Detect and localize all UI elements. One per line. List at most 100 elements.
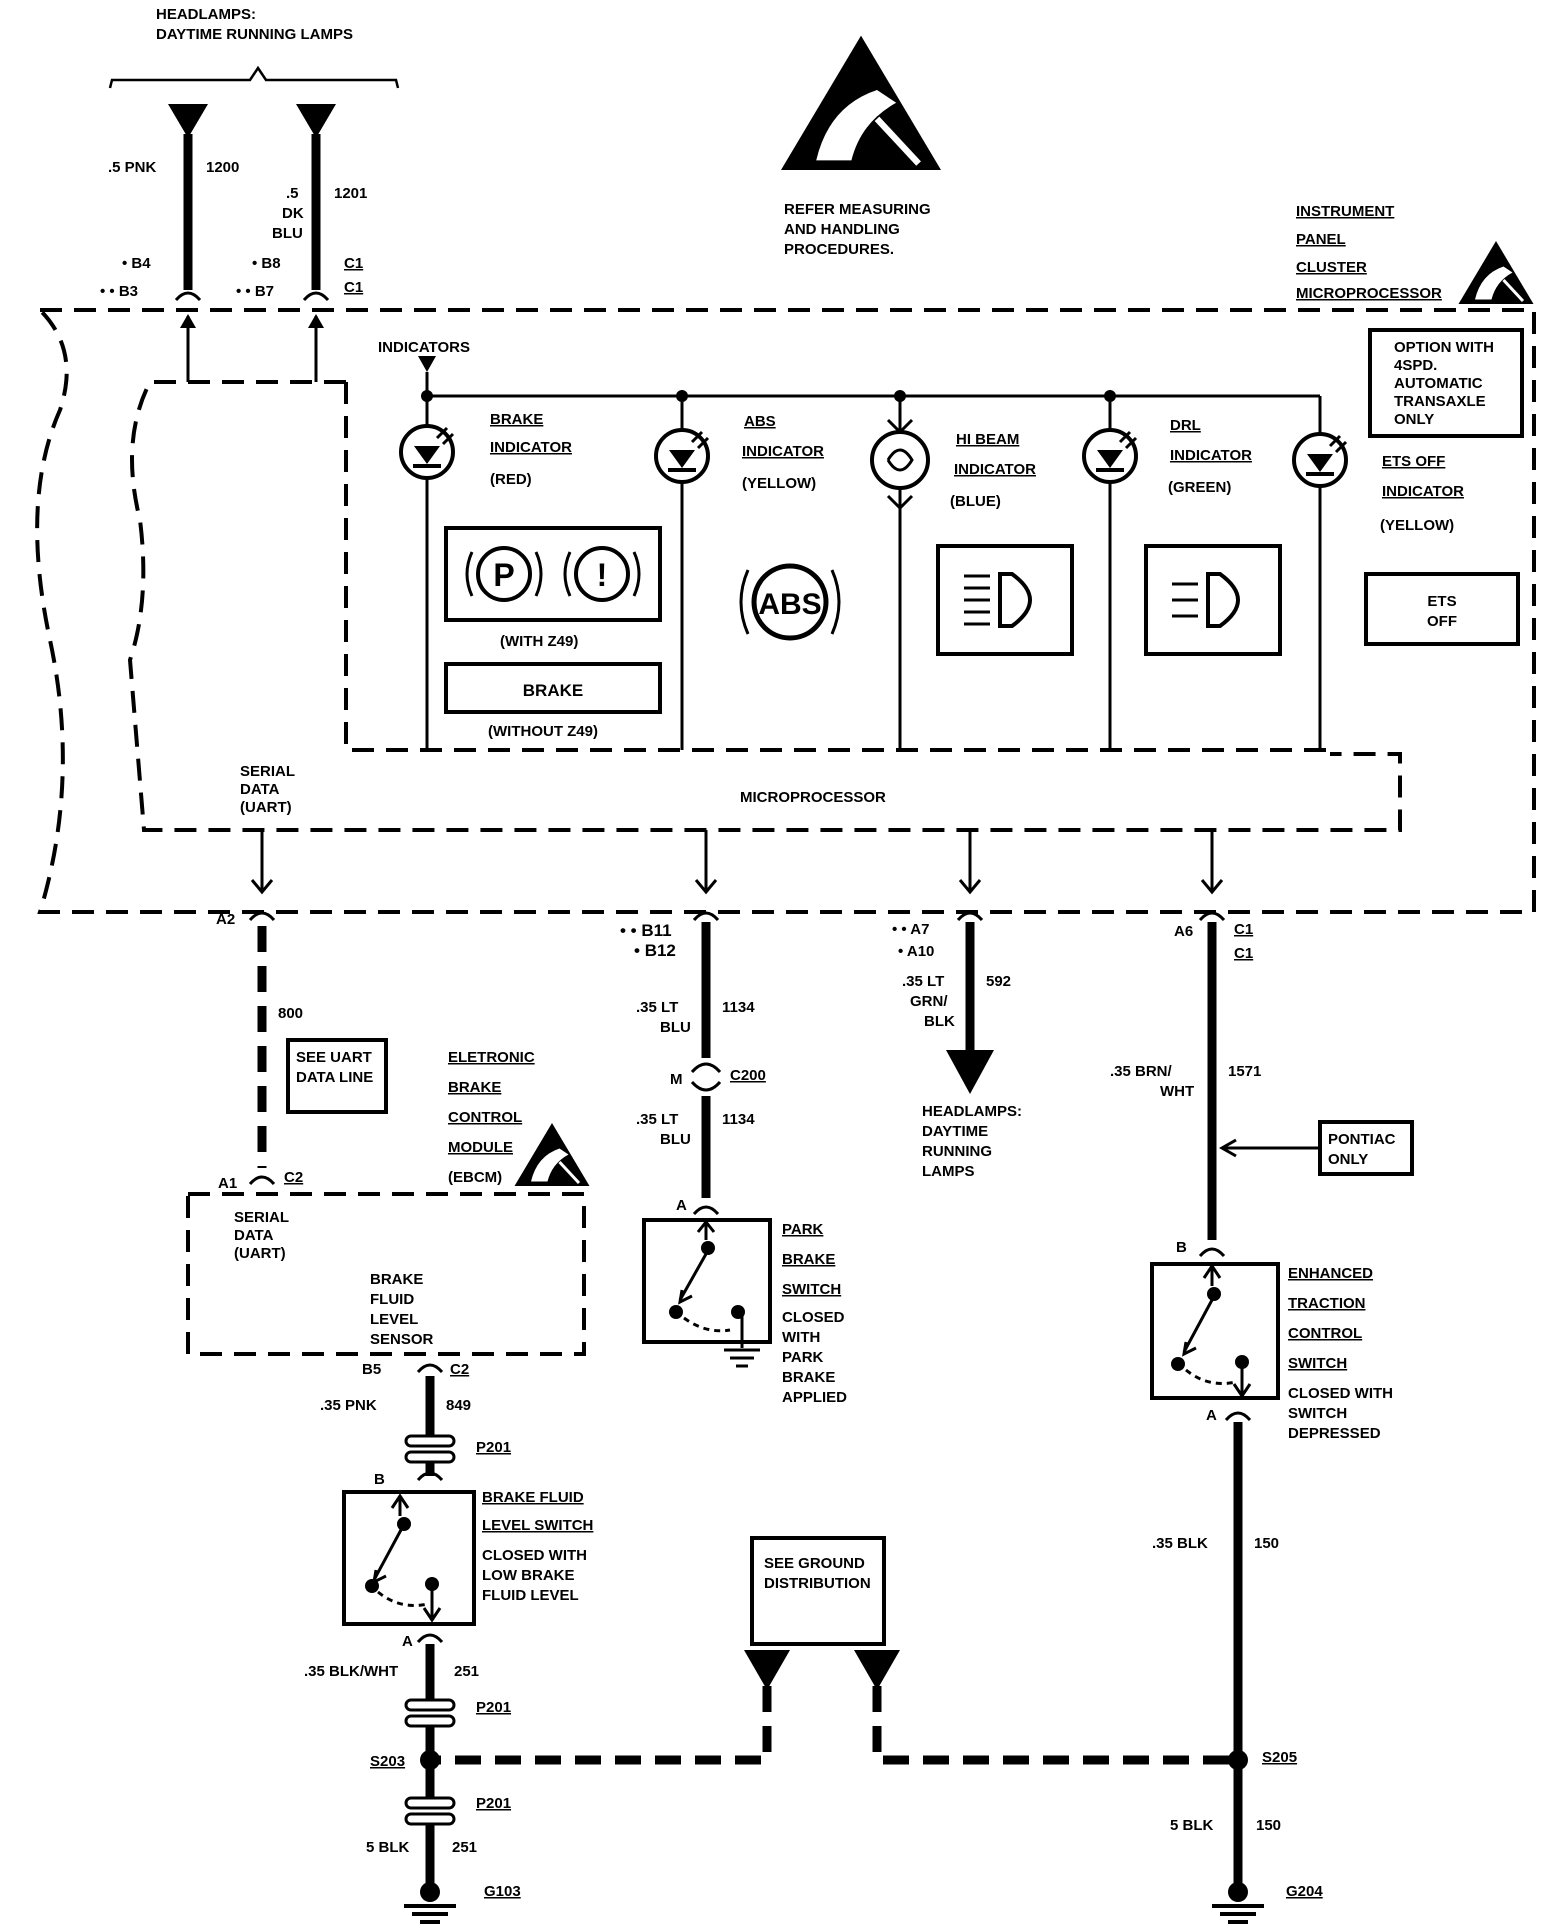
ebcm-title: ELETRONIC BRAKE CONTROL MODULE (EBCM) [448,1049,535,1186]
svg-text:INDICATOR: INDICATOR [742,443,824,460]
svg-text:SWITCH: SWITCH [782,1281,841,1298]
pin-b4: • B4 [122,255,151,272]
svg-text:REFER MEASURING: REFER MEASURING [784,201,931,218]
wire-251a-size: .35 BLK/WHT [304,1663,398,1680]
svg-text:INDICATOR: INDICATOR [954,461,1036,478]
pin-b3: • • B3 [100,283,138,300]
svg-text:WITH: WITH [782,1329,820,1346]
svg-text:FLUID LEVEL: FLUID LEVEL [482,1587,579,1604]
svg-text:DATA: DATA [240,781,280,798]
svg-text:CLOSED WITH: CLOSED WITH [1288,1385,1393,1402]
serial-data-top-label: SERIAL DATA (UART) [240,763,295,816]
ground-g204-icon [1210,1880,1266,1924]
pin-a-bfls: A [402,1633,413,1650]
splice-s203: S203 [370,1753,405,1770]
park-brake-ground-icon [724,1348,760,1368]
pontiac-note-line2: ONLY [1328,1151,1368,1168]
wire-1200-size-color: .5 PNK [108,159,157,176]
wire-1134-color-2: BLU [660,1131,691,1148]
svg-text:SERIAL: SERIAL [234,1209,289,1226]
svg-text:HEADLAMPS:: HEADLAMPS: [922,1103,1022,1120]
option-box [1368,328,1524,438]
ets-icon-line2: OFF [1427,613,1457,630]
hibeam-lamp-icon [870,400,930,511]
svg-text:PANEL: PANEL [1296,231,1346,248]
svg-text:RUNNING: RUNNING [922,1143,992,1160]
svg-text:P: P [493,557,514,593]
drl-headlight-icon [1172,572,1240,628]
brake-fluid-sensor-label: BRAKE FLUID LEVEL SENSOR [370,1271,434,1348]
wire-1201-size: .5 [286,185,299,202]
ground-g103-icon [402,1880,458,1924]
svg-text:CLOSED: CLOSED [782,1309,845,1326]
ground-note-line2: DISTRIBUTION [764,1575,871,1592]
brake-fluid-switch-symbol [365,1493,442,1623]
ground-g103: G103 [484,1883,521,1900]
microprocessor-label: MICROPROCESSOR [740,789,886,806]
svg-text:BRAKE: BRAKE [490,411,543,428]
svg-text:(YELLOW): (YELLOW) [1380,517,1454,534]
ground-arrow-left [744,1650,790,1690]
indicators-arrow [418,356,436,372]
pin-a6: A6 [1174,923,1193,940]
p201-label-1: P201 [476,1439,511,1456]
pin-a7: • • A7 [892,921,929,938]
pontiac-note-line1: PONTIAC [1328,1131,1396,1148]
svg-text:INDICATOR: INDICATOR [1382,483,1464,500]
svg-text:CLUSTER: CLUSTER [1296,259,1367,276]
esd-warning-icon-ipc [1457,239,1535,306]
brake-lamp-icon [399,424,455,480]
wire-150b-circuit: 150 [1256,1817,1281,1834]
wire-592-color1: GRN/ [910,993,948,1010]
svg-text:LOW BRAKE: LOW BRAKE [482,1567,575,1584]
wire-592-size: .35 LT [902,973,944,990]
wire-1571-color: WHT [1160,1083,1194,1100]
brake-text: BRAKE [523,681,583,700]
brake-indicator-label: BRAKE INDICATOR (RED) [490,411,572,488]
svg-text:AND HANDLING: AND HANDLING [784,221,900,238]
svg-text:ENHANCED: ENHANCED [1288,1265,1373,1282]
pin-a-etc: A [1206,1407,1217,1424]
wire-592-destination: HEADLAMPS: DAYTIME RUNNING LAMPS [922,1103,1022,1180]
svg-text:SENSOR: SENSOR [370,1331,434,1348]
svg-text:(EBCM): (EBCM) [448,1169,502,1186]
ets-lamp-icon [1292,432,1348,488]
brake-fluid-switch-label: BRAKE FLUID LEVEL SWITCH CLOSED WITH LOW… [482,1489,593,1604]
hibeam-icon-panel [936,544,1074,656]
connector-c200: C200 [730,1067,766,1084]
conn-c2-b: C2 [450,1361,469,1378]
brake-text-panel [444,662,662,714]
ipc-boundary [35,308,1536,914]
esd-warning-icon-ebcm [513,1121,591,1188]
wire-251b-circuit: 251 [452,1839,477,1856]
pin-b7: • • B7 [236,283,274,300]
abs-indicator-label: ABS INDICATOR (YELLOW) [742,413,824,492]
svg-text:TRACTION: TRACTION [1288,1295,1366,1312]
pin-b5: B5 [362,1361,381,1378]
ets-icon-line1: ETS [1427,593,1456,610]
warning-exclamation-icon: ! [563,546,641,602]
pontiac-note-box [1318,1120,1414,1176]
ipc-title: INSTRUMENT PANEL CLUSTER MICROPROCESSOR [1296,203,1442,302]
svg-text:LEVEL SWITCH: LEVEL SWITCH [482,1517,593,1534]
wire-1134-color-1: BLU [660,1019,691,1036]
wire-1201-color2: BLU [272,225,303,242]
svg-text:PROCEDURES.: PROCEDURES. [784,241,894,258]
brake-fluid-switch [342,1490,476,1626]
headlamp-1200-arrow [168,104,208,138]
conn-c1-bottom: C1 [1234,921,1253,938]
drl-icon-panel [1144,544,1282,656]
svg-text:SWITCH: SWITCH [1288,1355,1347,1372]
svg-text:ONLY: ONLY [1394,411,1434,428]
conn-c1-top: C1 [344,255,363,272]
svg-text:PARK: PARK [782,1349,824,1366]
wire-1571-size: .35 BRN/ [1110,1063,1173,1080]
drl-indicator-label: DRL INDICATOR (GREEN) [1168,417,1252,496]
svg-text:PARK: PARK [782,1221,824,1238]
park-brake-switch-label: PARK BRAKE SWITCH CLOSED WITH PARK BRAKE… [782,1221,847,1406]
svg-text:DEPRESSED: DEPRESSED [1288,1425,1381,1442]
brake-icon-panel [444,526,662,622]
ground-arrow-right [854,1650,900,1690]
p201-label-3: P201 [476,1795,511,1812]
svg-text:MODULE: MODULE [448,1139,513,1156]
